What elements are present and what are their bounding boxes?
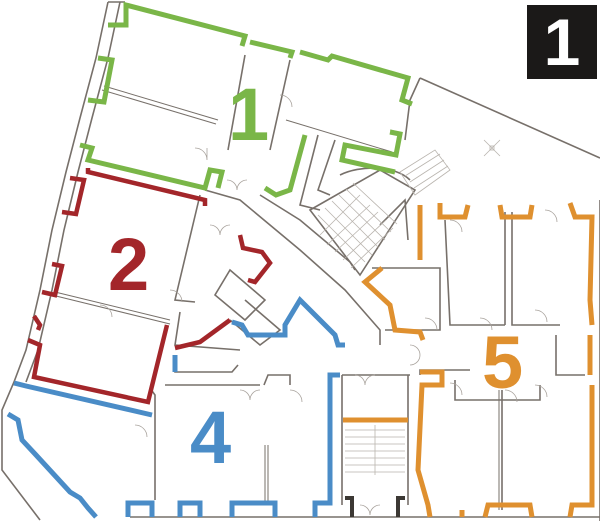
floor-number-badge: 1 <box>527 5 597 79</box>
unit-1-outline <box>79 1 413 198</box>
unit-5-outline <box>343 202 595 518</box>
doors <box>99 94 558 516</box>
unit-4-outline <box>6 295 345 519</box>
floor-number: 1 <box>543 5 581 79</box>
courtyard-stair <box>399 149 451 196</box>
unit-4-label: 4 <box>190 396 231 479</box>
unit-2-label: 2 <box>108 223 149 306</box>
south-entry-walls <box>345 496 405 517</box>
unit-1-label: 1 <box>228 73 269 156</box>
unit-2-outline <box>27 168 273 405</box>
central-spiral-stair <box>317 182 398 269</box>
x-cross-marker <box>483 139 501 157</box>
unit-5-label: 5 <box>482 321 523 404</box>
south-stairwell-steps <box>345 425 405 475</box>
